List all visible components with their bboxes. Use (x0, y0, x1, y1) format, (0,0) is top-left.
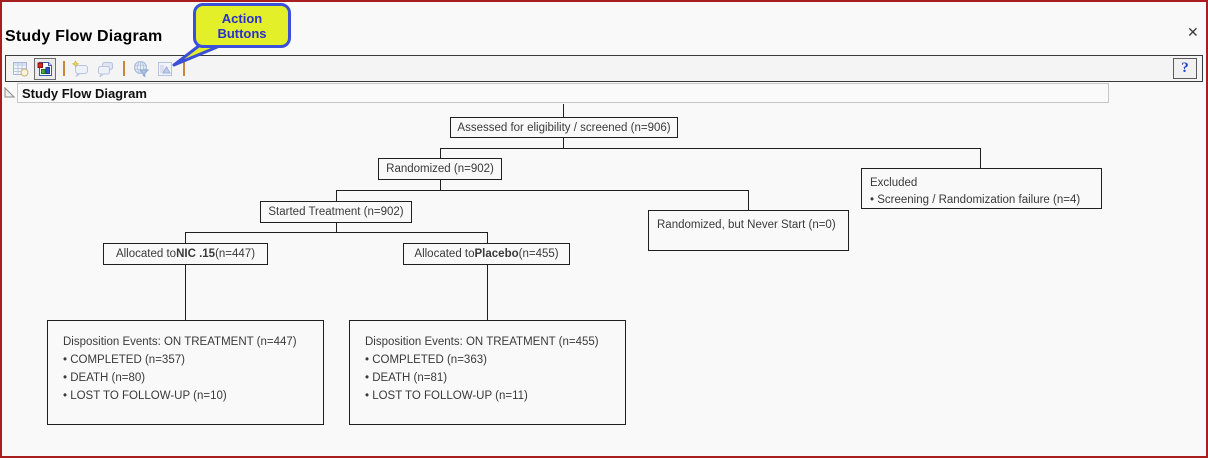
callout-tail (172, 44, 224, 67)
connector-line (440, 180, 441, 190)
toolbar-separator (123, 61, 125, 76)
disposition-item: • DEATH (n=81) (365, 372, 448, 384)
connector-line (748, 190, 749, 210)
toolbar-separator (183, 61, 185, 76)
node-excluded-reason: • Screening / Randomization failure (n=4… (870, 194, 1081, 206)
connector-line (185, 232, 186, 243)
journal-icon (37, 61, 52, 76)
connector-line (487, 232, 488, 243)
connector-line (563, 104, 564, 117)
web-report-icon (134, 60, 150, 77)
toolbar: ? (5, 55, 1203, 82)
callout-text-line1: Action (221, 10, 263, 26)
node-randomized-label: Randomized (n=902) (386, 163, 494, 175)
node-never-started-label: Randomized, but Never Start (n=0) (657, 219, 836, 231)
node-randomized[interactable]: Randomized (n=902) (378, 158, 502, 180)
connector-line (440, 148, 981, 149)
toolbar-separator (63, 61, 65, 76)
node-assessed[interactable]: Assessed for eligibility / screened (n=9… (450, 117, 678, 138)
disposition-item: • LOST TO FOLLOW-UP (n=11) (365, 390, 528, 402)
layout-report-button[interactable] (154, 58, 176, 80)
disclosure-triangle-icon[interactable] (4, 87, 16, 99)
close-icon[interactable]: ✕ (1187, 24, 1199, 40)
node-assessed-label: Assessed for eligibility / screened (n=9… (457, 121, 671, 134)
journal-button[interactable] (34, 57, 56, 80)
connector-line (980, 148, 981, 168)
node-allocated-placebo-arm: Placebo (474, 248, 519, 260)
node-allocated-placebo[interactable]: Allocated to Placebo (n=455) (403, 243, 570, 265)
disposition-item: • DEATH (n=80) (63, 372, 146, 384)
disposition-item: • COMPLETED (n=357) (63, 354, 185, 366)
node-never-started[interactable]: Randomized, but Never Start (n=0) (648, 210, 849, 251)
connector-line (336, 190, 337, 201)
node-excluded[interactable]: Excluded • Screening / Randomization fai… (861, 168, 1102, 209)
node-started-treatment[interactable]: Started Treatment (n=902) (260, 201, 412, 223)
copy-note-button[interactable] (94, 58, 116, 80)
node-disposition-placebo[interactable]: Disposition Events: ON TREATMENT (n=455)… (349, 320, 626, 425)
help-icon: ? (1181, 60, 1189, 76)
help-button[interactable]: ? (1173, 58, 1197, 79)
node-allocated-placebo-count: (n=455) (518, 248, 559, 260)
node-excluded-title: Excluded (870, 177, 918, 189)
page-title: Study Flow Diagram (5, 28, 163, 45)
disposition-title: Disposition Events: ON TREATMENT (n=447) (63, 336, 297, 348)
disposition-item: • LOST TO FOLLOW-UP (n=10) (63, 390, 227, 402)
layout-report-icon (158, 61, 172, 76)
node-allocated-nic-count: (n=447) (215, 248, 256, 260)
action-buttons-callout: Action Buttons (193, 3, 291, 48)
data-table-icon (13, 61, 29, 76)
callout-text-line2: Buttons (217, 25, 267, 41)
new-note-button[interactable] (70, 58, 92, 80)
section-title: Study Flow Diagram (22, 85, 147, 101)
disposition-item: • COMPLETED (n=363) (365, 354, 487, 366)
connector-line (185, 264, 186, 320)
data-table-button[interactable] (10, 58, 32, 80)
disposition-title: Disposition Events: ON TREATMENT (n=455) (365, 336, 599, 348)
node-allocated-nic[interactable]: Allocated to NIC .15 (n=447) (103, 243, 268, 265)
node-started-treatment-label: Started Treatment (n=902) (268, 206, 404, 218)
connector-line (563, 137, 564, 148)
connector-line (487, 264, 488, 320)
new-note-icon (71, 59, 88, 77)
copy-note-icon (98, 61, 113, 77)
section-header[interactable]: Study Flow Diagram (17, 83, 1109, 103)
node-allocated-placebo-prefix: Allocated to (414, 248, 475, 260)
connector-line (440, 148, 441, 158)
connector-line (336, 222, 337, 232)
connector-line (185, 232, 488, 233)
connector-line (336, 190, 749, 191)
web-report-button[interactable] (130, 58, 152, 80)
node-allocated-nic-prefix: Allocated to (115, 248, 177, 260)
node-disposition-nic[interactable]: Disposition Events: ON TREATMENT (n=447)… (47, 320, 324, 425)
node-allocated-nic-arm: NIC .15 (176, 248, 216, 260)
